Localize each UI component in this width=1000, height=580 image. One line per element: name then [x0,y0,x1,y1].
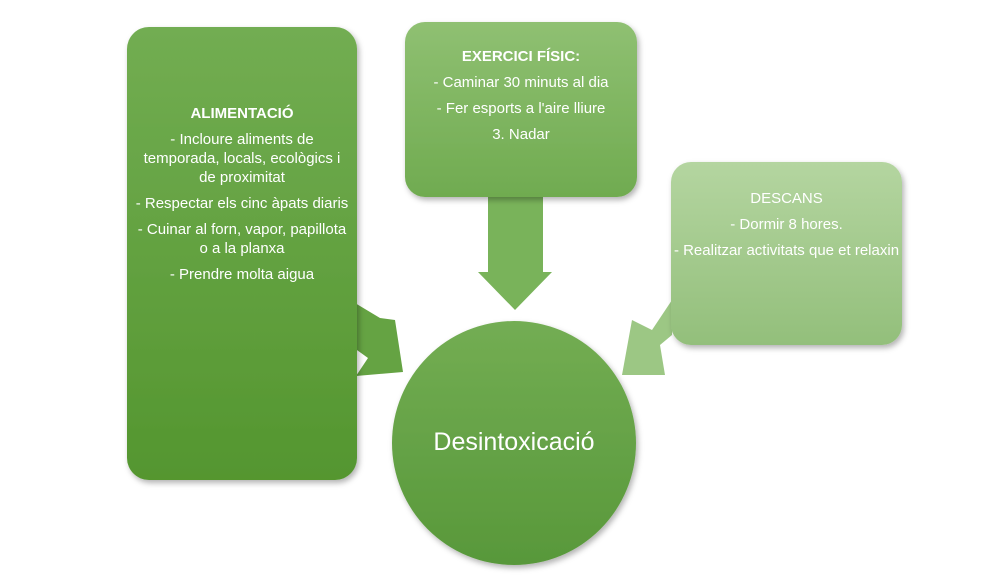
exercici-item: - Caminar 30 minuts al dia [433,74,609,91]
alimentacio-box-shape [127,27,357,480]
exercici-box-shape [405,22,637,197]
alimentacio-box: ALIMENTACIÓ - Incloure aliments de tempo… [127,104,357,291]
arrow-left-to-center [350,300,403,376]
descans-box-shape [671,162,902,345]
arrow-right-to-center [622,300,672,375]
exercici-item: - Fer esports a l'aire lliure [436,100,606,117]
exercici-box: EXERCICI FÍSIC: - Caminar 30 minuts al d… [405,47,637,151]
descans-item: - Dormir 8 hores. [730,216,843,233]
center-circle [392,321,636,565]
alimentacio-title: ALIMENTACIÓ [190,105,294,122]
exercici-item: 3. Nadar [492,126,550,143]
alimentacio-item: - Respectar els cinc àpats diaris [135,195,349,212]
alimentacio-item: - Prendre molta aigua [169,266,315,283]
alimentacio-item: - Incloure aliments de temporada, locals… [143,131,341,186]
center-label: Desintoxicació [433,428,595,456]
descans-title: DESCANS [750,190,823,207]
alimentacio-item: - Cuinar al forn, vapor, papillota o a l… [137,221,347,257]
exercici-title: EXERCICI FÍSIC: [461,48,581,65]
arrow-top-to-center [478,197,552,310]
descans-item: - Realitzar activitats que et relaxin [673,242,900,259]
descans-box: DESCANS - Dormir 8 hores. - Realitzar ac… [671,189,902,267]
